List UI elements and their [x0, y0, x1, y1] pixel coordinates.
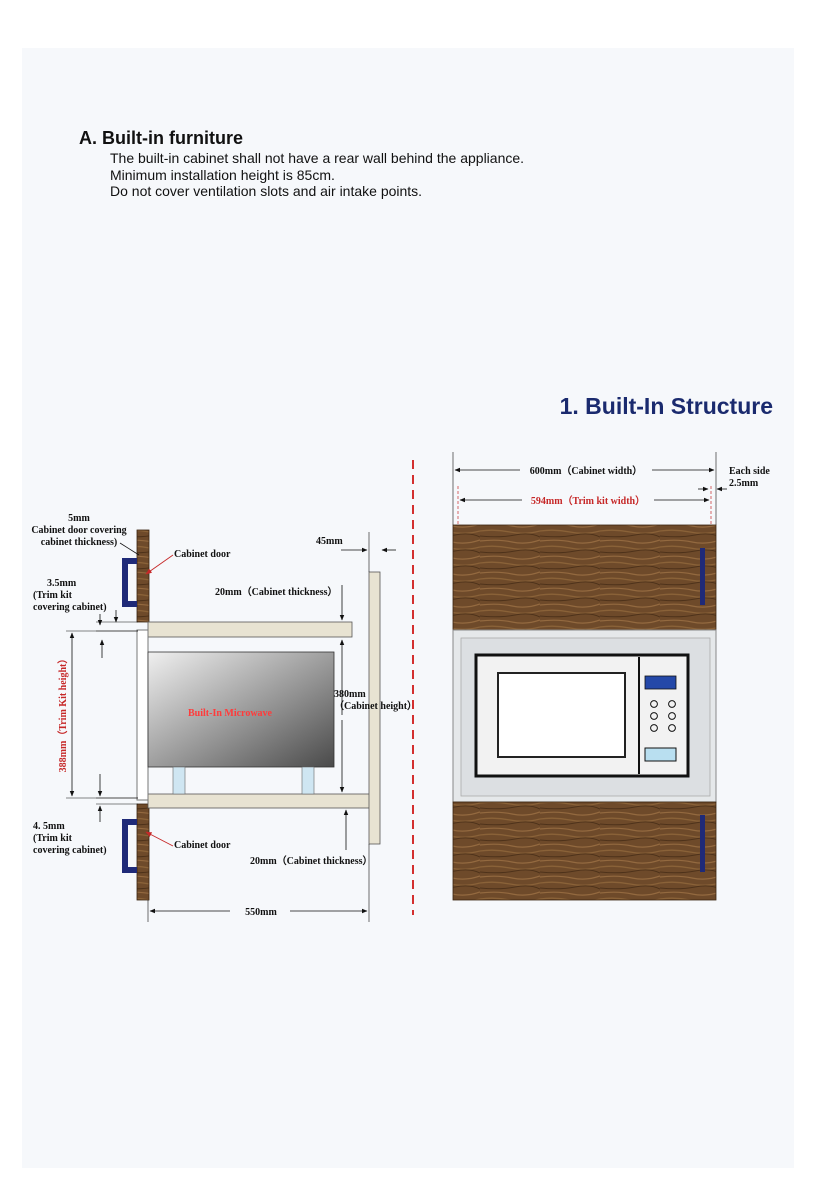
control-button	[668, 724, 676, 732]
side-view: Built-In Microwave 5mm Cabinet door cove…	[31, 513, 417, 922]
top-cabinet-door	[136, 529, 150, 623]
structure-title: 1. Built-In Structure	[559, 393, 773, 419]
rear-panel	[368, 571, 381, 845]
bottom-shelf	[147, 793, 371, 809]
bottom-door-handle	[122, 819, 137, 873]
bottom-shelf-label: 20mm（Cabinet thickness）	[250, 854, 373, 867]
microwave-body	[147, 651, 335, 768]
trim-top-desc: covering cabinet)	[33, 602, 107, 613]
control-button	[650, 712, 658, 720]
trim-width-label: 594mm（Trim kit width）	[531, 494, 645, 507]
control-button	[650, 700, 658, 708]
microwave-label: Built-In Microwave	[188, 708, 273, 719]
bottom-cabinet-handle	[700, 815, 705, 872]
trim-bottom-desc: (Trim kit	[33, 833, 73, 844]
control-button	[668, 712, 676, 720]
control-button	[668, 700, 676, 708]
cabinet-height-value: 380mm	[334, 689, 366, 700]
cabinet-door-label-top: Cabinet door	[174, 549, 231, 560]
trim-bottom-value: 4. 5mm	[33, 821, 65, 832]
cabinet-width-label: 600mm（Cabinet width）	[530, 464, 643, 477]
instructions-list: The built-in cabinet shall not have a re…	[110, 150, 524, 200]
each-side-label: Each side	[729, 466, 770, 477]
depth-label: 550mm	[245, 907, 277, 918]
start-button	[644, 747, 677, 762]
top-cabinet-front	[452, 524, 717, 631]
door-pointer	[145, 554, 174, 575]
bottom-cabinet-door	[136, 803, 150, 901]
cabinet-height-desc: （Cabinet height）	[334, 699, 417, 712]
gap-label: 45mm	[316, 536, 343, 547]
trim-top-desc: (Trim kit	[33, 590, 73, 601]
top-door-handle	[122, 558, 137, 607]
section-title: A. Built-in furniture	[79, 128, 243, 148]
microwave-display	[644, 675, 677, 690]
microwave-foot	[172, 766, 186, 795]
top-shelf-label: 20mm（Cabinet thickness）	[215, 585, 338, 598]
trim-kit-frame	[136, 629, 149, 801]
cabinet-door-label-bottom: Cabinet door	[174, 840, 231, 851]
trim-top-value: 3.5mm	[47, 578, 77, 589]
instruction-line: The built-in cabinet shall not have a re…	[110, 150, 525, 166]
microwave-foot	[301, 766, 315, 795]
trim-bottom-desc: covering cabinet)	[33, 845, 107, 856]
leader-line	[119, 542, 140, 556]
door-thickness-desc: cabinet thickness)	[41, 537, 117, 548]
bottom-cabinet-front	[452, 801, 717, 901]
top-shelf	[147, 621, 353, 638]
door-thickness-desc: Cabinet door covering	[31, 525, 126, 536]
microwave-window	[497, 672, 626, 758]
control-button	[650, 724, 658, 732]
instruction-line: Do not cover ventilation slots and air i…	[110, 183, 423, 199]
door-thickness-value: 5mm	[68, 513, 90, 524]
front-view: 600mm（Cabinet width） Each side 2.5mm 594…	[452, 452, 770, 901]
door-pointer	[145, 831, 174, 847]
instruction-line: Minimum installation height is 85cm.	[110, 166, 335, 183]
each-side-value: 2.5mm	[729, 478, 759, 489]
top-cabinet-handle	[700, 548, 705, 605]
trim-height-label: 388mm（Trim Kit height）	[56, 654, 69, 773]
